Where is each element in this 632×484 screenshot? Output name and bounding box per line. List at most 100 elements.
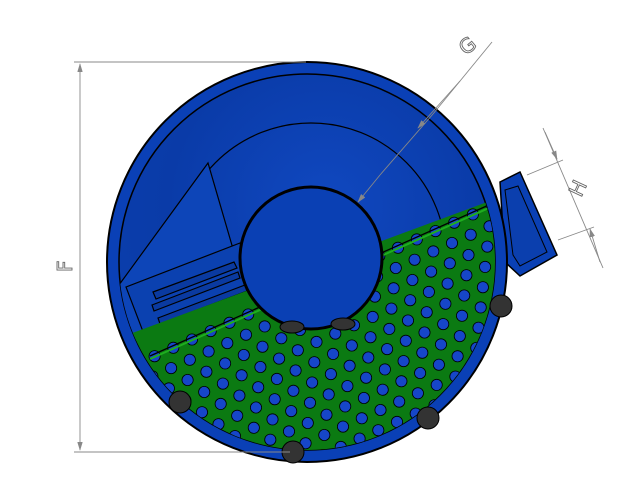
- dimension-h: [526, 127, 604, 269]
- grate-hole: [414, 366, 427, 379]
- grate-hole: [249, 401, 262, 414]
- grate-hole: [266, 413, 279, 426]
- grate-hole: [327, 347, 340, 360]
- grate-hole: [463, 402, 476, 415]
- grate-hole: [191, 446, 204, 450]
- grate-hole: [310, 335, 323, 348]
- grate-hole: [105, 428, 116, 439]
- grate-hole: [155, 464, 166, 475]
- grate-hole: [231, 409, 244, 422]
- grate-hole: [239, 328, 252, 341]
- grate-hole: [497, 427, 508, 438]
- grate-hole: [387, 457, 398, 468]
- grate-hole: [461, 423, 474, 436]
- grate-hole: [476, 456, 487, 467]
- grate-hole: [411, 387, 424, 400]
- grate-hole: [125, 398, 138, 411]
- grate-hole: [372, 424, 385, 437]
- grate-hole: [445, 236, 458, 249]
- grate-hole: [459, 443, 472, 450]
- dimension-h-label: H: [564, 176, 592, 200]
- grate-hole: [139, 431, 152, 444]
- foot: [330, 317, 356, 331]
- grate-hole: [464, 228, 477, 241]
- grate-hole: [333, 462, 344, 473]
- grate-hole: [141, 410, 154, 423]
- grate-hole: [460, 269, 473, 282]
- grate-hole: [244, 463, 255, 474]
- grate-hole: [378, 363, 391, 376]
- grate-hole: [439, 472, 450, 483]
- grate-hole: [504, 366, 515, 377]
- grate-hole: [339, 400, 352, 413]
- grate-hole: [422, 460, 433, 471]
- foot: [279, 320, 305, 334]
- grate-hole: [138, 452, 149, 463]
- grate-hole: [314, 470, 325, 481]
- grate-hole: [381, 343, 394, 356]
- grate-hole: [484, 374, 495, 387]
- grate-hole: [306, 376, 319, 389]
- grate-hole: [465, 382, 478, 395]
- grate-hole: [455, 309, 468, 322]
- grate-hole: [252, 381, 265, 394]
- grate-hole: [478, 434, 491, 447]
- grate-hole: [279, 466, 290, 477]
- grate-hole: [343, 359, 356, 372]
- foot: [168, 390, 192, 414]
- grate-hole: [404, 294, 417, 307]
- grate-hole: [350, 474, 361, 484]
- grate-hole: [303, 396, 316, 409]
- grate-hole: [183, 353, 196, 366]
- grate-hole: [406, 273, 419, 286]
- grate-hole: [508, 326, 519, 337]
- grate-hole: [165, 362, 178, 375]
- grate-hole: [254, 360, 267, 373]
- grate-hole: [404, 469, 415, 480]
- grate-hole: [481, 240, 494, 253]
- dimension-g: [357, 41, 493, 203]
- grate-hole: [247, 421, 260, 434]
- grate-hole: [291, 344, 304, 357]
- grate-hole: [437, 318, 450, 331]
- grate-hole: [389, 261, 402, 274]
- grate-hole: [387, 282, 400, 295]
- grate-hole: [408, 253, 421, 266]
- grate-hole: [362, 351, 375, 364]
- grate-hole: [430, 378, 443, 391]
- grate-hole: [233, 389, 246, 402]
- grate-hole: [209, 459, 220, 470]
- grate-hole: [289, 364, 302, 377]
- grate-hole: [364, 331, 377, 344]
- grate-hole: [494, 446, 495, 450]
- grate-hole: [287, 384, 300, 397]
- grate-hole: [422, 285, 435, 298]
- grate-hole: [273, 352, 286, 365]
- grate-hole: [336, 420, 349, 433]
- grate-hole: [285, 405, 298, 418]
- grate-hole: [458, 289, 471, 302]
- grate-hole: [195, 406, 208, 419]
- dimension-g-label: G: [454, 31, 481, 59]
- grate-hole: [158, 422, 171, 435]
- grate-hole: [123, 419, 136, 432]
- grate-hole: [480, 414, 493, 427]
- grate-hole: [357, 391, 370, 404]
- grate-hole: [320, 408, 333, 421]
- grate-hole: [393, 395, 406, 408]
- grate-hole: [216, 377, 229, 390]
- grate-hole: [499, 407, 510, 418]
- grate-hole: [425, 265, 438, 278]
- grate-hole: [275, 332, 288, 345]
- grate-hole: [366, 310, 379, 323]
- grate-hole: [136, 472, 147, 483]
- grate-hole: [219, 357, 232, 370]
- grate-hole: [443, 257, 456, 270]
- grate-hole: [308, 356, 321, 369]
- grate-hole: [119, 460, 130, 471]
- grate-hole: [405, 448, 418, 450]
- grate-hole: [368, 465, 379, 476]
- grate-hole: [376, 383, 389, 396]
- grate-hole: [474, 301, 487, 314]
- grate-hole: [181, 373, 194, 386]
